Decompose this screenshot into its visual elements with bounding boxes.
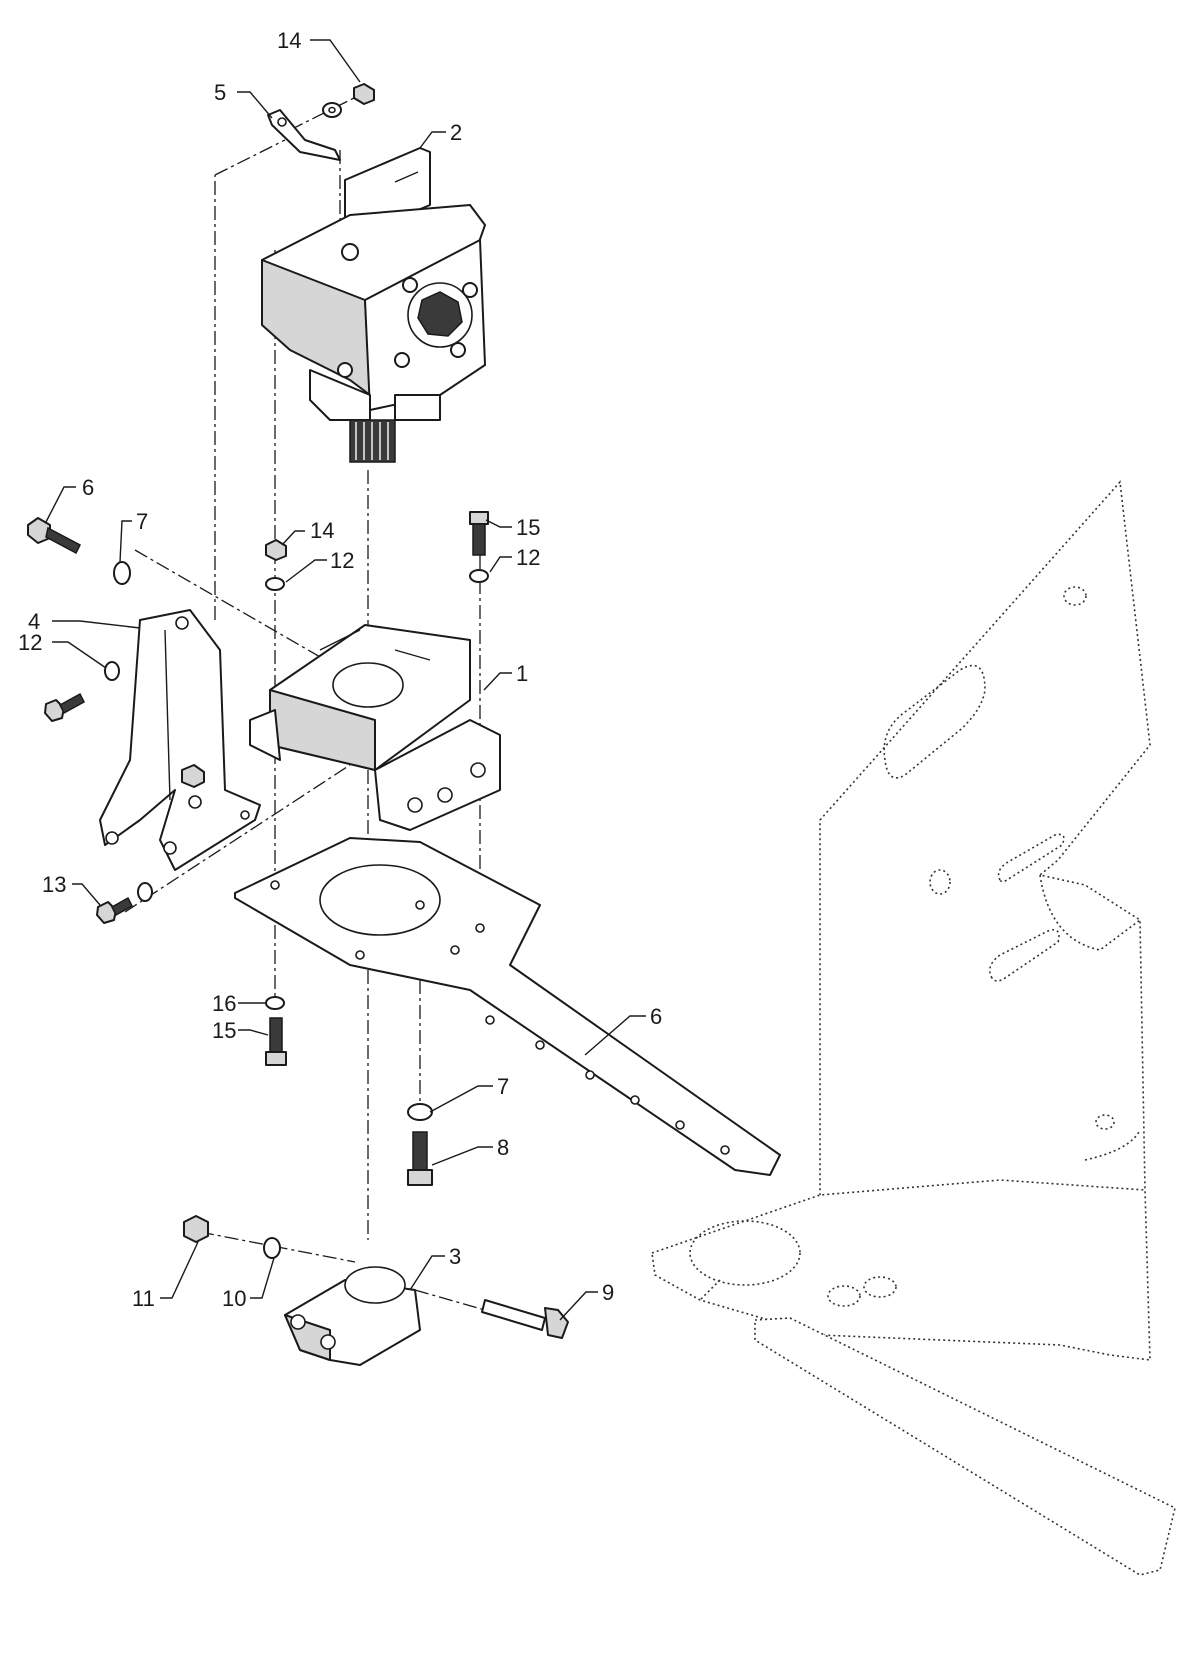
callout-12-bracket: 12 — [18, 630, 42, 655]
callout-16: 16 — [212, 991, 236, 1016]
callout-12-middle-right: 12 — [516, 545, 540, 570]
washer-lower-left — [137, 882, 153, 902]
leader-lines — [45, 39, 646, 1321]
callout-14-top: 14 — [277, 28, 301, 53]
callout-1: 1 — [516, 661, 528, 686]
bolt-bracket — [44, 692, 85, 722]
callout-15-upper: 15 — [516, 515, 540, 540]
washer-middle-left — [265, 577, 285, 591]
callout-6-plate: 6 — [650, 1004, 662, 1029]
mount-housing — [249, 624, 501, 831]
clip-bracket — [267, 109, 341, 161]
bolt-under-plate — [265, 1017, 287, 1066]
callout-3: 3 — [449, 1244, 461, 1269]
callout-15-lower: 15 — [212, 1018, 236, 1043]
callout-12-middle-left: 12 — [330, 548, 354, 573]
plate-holes — [270, 880, 730, 1155]
side-bracket — [99, 609, 261, 871]
callout-5: 5 — [214, 80, 226, 105]
callout-7-lower: 7 — [497, 1074, 509, 1099]
phantom-frame-panel — [819, 480, 1151, 1251]
callout-9: 9 — [602, 1280, 614, 1305]
callout-2: 2 — [450, 120, 462, 145]
washer-bracket — [104, 661, 120, 681]
callout-labels: 14 5 2 6 7 14 12 15 12 4 12 1 13 16 15 6… — [18, 28, 662, 1311]
long-plate — [234, 837, 781, 1176]
bolt-lower-left — [96, 896, 133, 924]
washer-yoke — [263, 1237, 281, 1259]
bolt-middle-right — [469, 511, 489, 556]
bolt-upper-left — [27, 517, 81, 555]
callout-8: 8 — [497, 1135, 509, 1160]
washer-under-plate — [265, 996, 285, 1010]
callout-7-upper: 7 — [136, 509, 148, 534]
nut-top — [353, 83, 375, 105]
nut-middle — [265, 539, 287, 561]
phantom-frame-base — [651, 1179, 1176, 1576]
callout-14-middle: 14 — [310, 518, 334, 543]
callout-6-bolt: 6 — [82, 475, 94, 500]
callout-10: 10 — [222, 1286, 246, 1311]
callout-13: 13 — [42, 872, 66, 897]
bolt-lower-center — [407, 1131, 433, 1186]
gearbox-unit — [261, 147, 486, 463]
washer-middle-right — [469, 569, 489, 583]
callout-4: 4 — [28, 609, 40, 634]
washer-top — [322, 102, 342, 118]
washer-lower-center — [407, 1103, 433, 1121]
washer-left-upper — [113, 561, 131, 585]
callout-11: 11 — [132, 1286, 155, 1311]
nut-yoke — [183, 1215, 209, 1243]
bolt-yoke — [481, 1299, 569, 1339]
clamp-yoke — [284, 1266, 421, 1366]
